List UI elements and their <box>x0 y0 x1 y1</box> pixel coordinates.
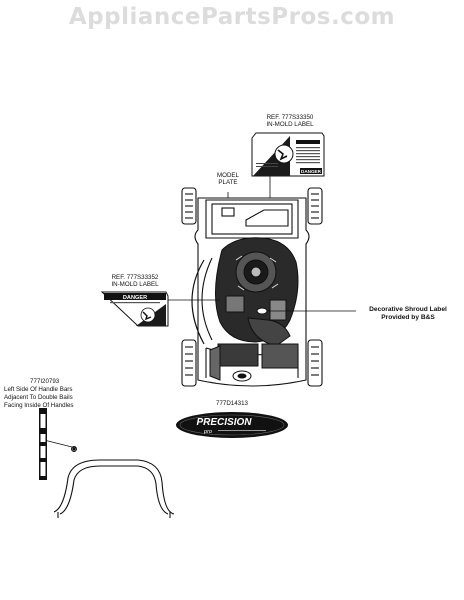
precision-emblem: PRECISION pro <box>176 412 288 438</box>
precision-brand-text: PRECISION <box>196 417 252 428</box>
ref-top-type: IN-MOLD LABEL <box>266 121 314 129</box>
handle-part-number: 777I20793 <box>30 378 60 385</box>
shroud-line-2: Provided by B&S <box>381 314 435 322</box>
model-plate-line-1: MODEL <box>216 172 239 179</box>
danger-left-text: DANGER <box>123 295 147 301</box>
ref-left-number: REF. 777S33352 <box>111 274 159 281</box>
precision-sub-text: pro <box>203 429 212 435</box>
top-inmold-label: DANGER <box>251 132 325 177</box>
leader-line-handle <box>43 439 77 449</box>
shroud-line-1: Decorative Shroud Label <box>369 306 447 313</box>
model-plate-line-2: PLATE <box>218 179 238 187</box>
handle-line-3: Facing Inside Of Handles <box>4 402 74 409</box>
ref-left-type: IN-MOLD LABEL <box>111 281 159 289</box>
handle-assembly <box>53 446 175 518</box>
ref-top-number: REF. 777S33350 <box>266 114 314 121</box>
left-inmold-label: DANGER <box>100 291 169 327</box>
watermark: AppliancePartsPros.com <box>68 4 396 30</box>
danger-top-text: DANGER <box>301 169 322 174</box>
model-plate-label: MODEL PLATE <box>208 172 248 187</box>
handle-line-1: Left Side Of Handle Bars <box>4 386 73 393</box>
handle-label-strip <box>39 408 47 480</box>
engine <box>209 237 299 382</box>
part-front-label: 777D14313 <box>216 400 248 407</box>
ref-left-label: REF. 777S33352 IN-MOLD LABEL <box>104 274 166 289</box>
handle-line-2: Adjacent To Double Bails <box>4 394 73 401</box>
handle-note: 777I20793 Left Side Of Handle Bars Adjac… <box>4 378 96 410</box>
shroud-label-marker <box>256 307 268 315</box>
ref-top-label: REF. 777S33350 IN-MOLD LABEL <box>252 114 328 129</box>
shroud-label-note: Decorative Shroud Label Provided by B&S <box>356 306 460 322</box>
